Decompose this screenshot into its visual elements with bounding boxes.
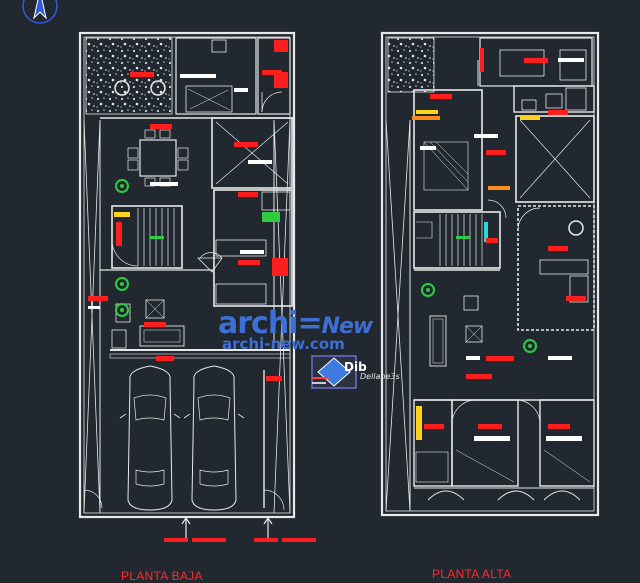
ground-floor-title: PLANTA BAJA xyxy=(121,569,203,583)
upper-floor-title: PLANTA ALTA xyxy=(432,567,512,581)
ground-floor-annotations xyxy=(88,40,316,542)
dib-logo-icon xyxy=(311,355,357,389)
car-icon xyxy=(119,365,181,511)
tree-plant-icon xyxy=(115,277,129,291)
ground-floor-plan xyxy=(78,31,296,538)
tree-plant-icon xyxy=(115,303,129,317)
upper-floor-annotations xyxy=(412,48,586,441)
north-arrow-icon xyxy=(22,0,58,24)
brand-watermark: archi=New xyxy=(218,306,374,341)
tree-plant-icon xyxy=(150,80,166,96)
tree-plant-icon xyxy=(568,220,584,236)
tree-plant-icon xyxy=(421,283,435,297)
brand-main-text: archi xyxy=(218,306,298,341)
car-icon xyxy=(183,365,245,511)
tree-plant-icon xyxy=(114,80,130,96)
logo-script-text: Dellane3s xyxy=(360,372,400,381)
brand-suffix-text: New xyxy=(321,314,374,339)
brand-url-text: archi-new.com xyxy=(222,335,345,353)
tree-plant-icon xyxy=(523,339,537,353)
tree-plant-icon xyxy=(115,179,129,193)
logo-badge-text: Dib xyxy=(344,360,367,374)
upper-floor-plan xyxy=(380,31,600,517)
